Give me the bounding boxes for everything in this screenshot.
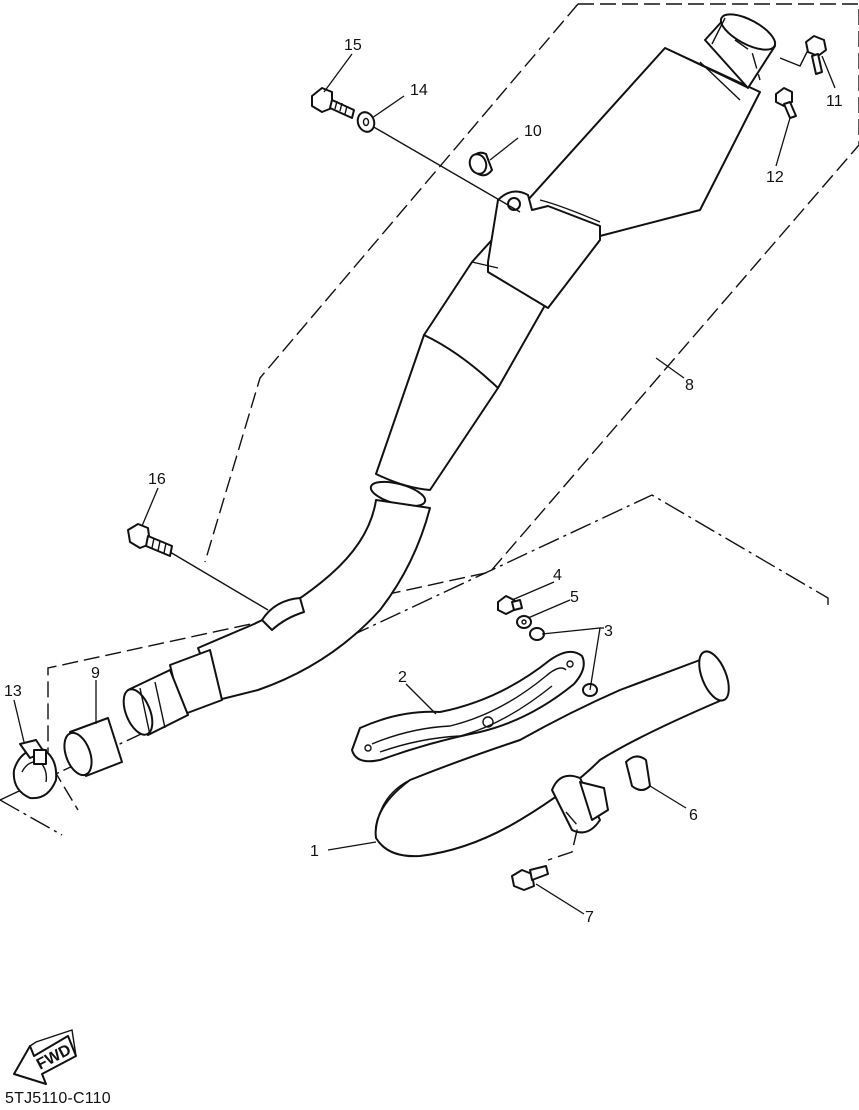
collar-3a — [529, 627, 545, 641]
bolt-16 — [127, 523, 173, 557]
bolt-12 — [775, 87, 797, 119]
callout-11: 11 — [826, 93, 843, 110]
callout-1: 1 — [310, 843, 319, 860]
callout-5: 5 — [570, 589, 579, 606]
bolt-11 — [805, 35, 827, 75]
callout-15: 15 — [344, 37, 362, 54]
clamp-13 — [12, 739, 58, 800]
callout-12: 12 — [766, 169, 784, 186]
drawing-code: 5TJ5110-C110 — [5, 1090, 111, 1107]
heat-protector-2 — [351, 650, 585, 763]
callout-4: 4 — [553, 567, 562, 584]
mount-line-16 — [169, 551, 269, 611]
fwd-arrow-icon: FWD — [13, 1029, 77, 1085]
washer-5 — [516, 615, 532, 629]
mount-line-11 — [779, 49, 809, 67]
callout-8: 8 — [685, 377, 694, 394]
bolt-7 — [511, 865, 549, 891]
grommet-10 — [468, 151, 493, 177]
washer-14 — [356, 111, 376, 133]
callout-9: 9 — [91, 665, 100, 682]
callout-10: 10 — [524, 123, 542, 140]
bolt-4 — [497, 595, 523, 615]
mount-line-14 — [371, 125, 521, 213]
exhaust-pipe — [374, 650, 730, 861]
muffler — [122, 13, 777, 736]
callout-16: 16 — [148, 471, 166, 488]
gasket-6 — [625, 755, 651, 791]
bolt-15 — [311, 87, 355, 119]
muffler-assembly-boundary-upper — [204, 3, 579, 563]
callout-13: 13 — [4, 683, 22, 700]
gasket-9 — [63, 717, 123, 777]
callout-14: 14 — [410, 82, 428, 99]
callout-7: 7 — [585, 909, 594, 926]
leader-lines — [13, 53, 836, 915]
callout-6: 6 — [689, 807, 698, 824]
callout-3: 3 — [604, 623, 613, 640]
exhaust-pipe-group-boundary-lower — [0, 799, 63, 836]
callout-2: 2 — [398, 669, 407, 686]
